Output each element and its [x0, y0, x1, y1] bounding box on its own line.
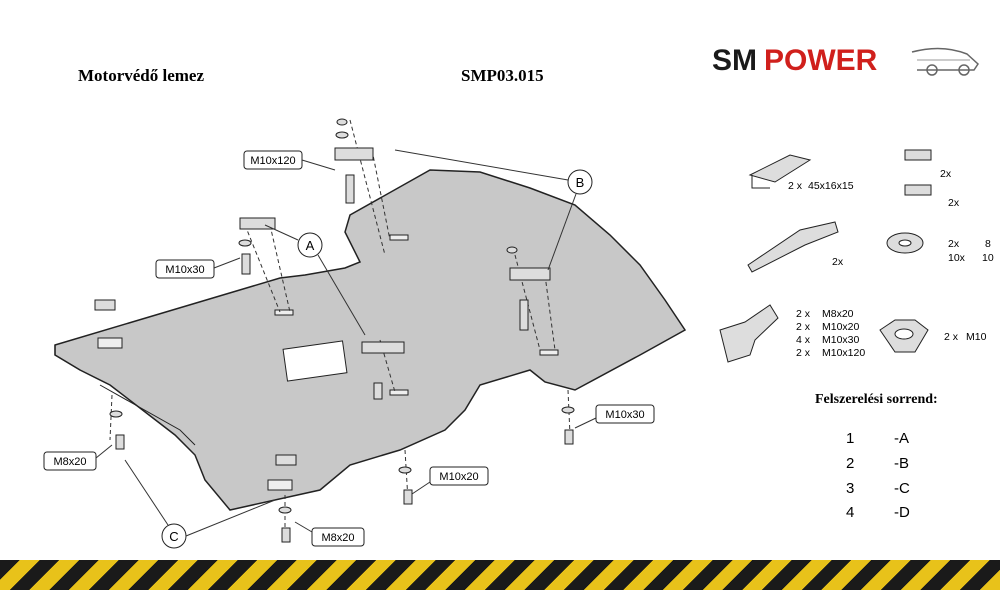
slot [97, 337, 123, 349]
washer-qty-a: 2x [948, 238, 960, 250]
washer [109, 410, 123, 418]
slot [539, 349, 559, 356]
slot [389, 234, 409, 241]
clip [275, 454, 297, 466]
slot [274, 309, 294, 316]
label-a: A [306, 238, 315, 253]
washer [398, 466, 412, 474]
washer-qty-b: 10x [948, 252, 966, 264]
washer-size-a: 8 [985, 238, 991, 250]
bracket [509, 267, 551, 281]
order-step: -D [894, 504, 910, 521]
bolt [564, 429, 574, 445]
clip1-qty: 2x [940, 168, 952, 180]
install-order-row: 3 -C [846, 480, 916, 497]
page-title: Motorvédő lemez [78, 66, 205, 85]
slot [389, 389, 409, 396]
clip [94, 299, 116, 311]
callout-m10x120: M10x120 [250, 155, 295, 167]
washer [561, 406, 575, 414]
order-step: -C [894, 480, 910, 497]
bracket [361, 341, 405, 354]
order-step: -B [894, 455, 909, 472]
bolt-qty-2: 2 x [796, 321, 811, 333]
slot [267, 479, 293, 491]
bolt-size-2: M10x20 [822, 321, 860, 333]
install-order-title: Felszerelési sorrend: [815, 392, 938, 407]
bolt-qty-1: 2 x [796, 308, 811, 320]
nut-size: M10 [966, 331, 987, 343]
nut [336, 118, 348, 126]
bracket-qty: 2 x [788, 180, 803, 192]
install-order-row: 1 -A [846, 430, 916, 447]
bracket [334, 147, 374, 161]
bolt [345, 174, 355, 204]
order-num: 3 [846, 480, 855, 497]
bolt-size-4: M10x120 [822, 347, 865, 359]
bolt-size-3: M10x30 [822, 334, 860, 346]
washer [335, 131, 349, 139]
label-c: C [169, 529, 178, 544]
strap-qty: 2x [832, 256, 844, 268]
order-num: 1 [846, 430, 855, 447]
logo-power-text: POWER [764, 44, 878, 77]
clip2-qty: 2x [948, 197, 960, 209]
order-step: -A [894, 430, 909, 447]
bolt [519, 299, 529, 331]
callout-m8x20-bottom: M8x20 [321, 532, 354, 544]
bolt [115, 434, 125, 450]
washer-size-b: 10 [982, 252, 994, 264]
bolt [403, 489, 413, 505]
bolt [241, 253, 251, 275]
bolt-size-1: M8x20 [822, 308, 854, 320]
parts-list: 2 x 45x16x15 2x 2x 2x 2x 10x 8 10 2 x M8… [719, 149, 994, 363]
label-b: B [576, 175, 585, 190]
callout-m8x20-left: M8x20 [53, 456, 86, 468]
cutout [282, 340, 348, 382]
washer [278, 506, 292, 514]
callout-m10x30-left: M10x30 [165, 264, 204, 276]
callout-m10x20: M10x20 [439, 471, 478, 483]
nut [506, 246, 518, 254]
bolt-qty-4: 2 x [796, 347, 811, 359]
hazard-stripe [0, 560, 1000, 590]
callout-m10x30-right: M10x30 [605, 409, 644, 421]
bracket [239, 217, 276, 230]
nut-qty: 2 x [944, 331, 959, 343]
install-order-row: 4 -D [846, 504, 916, 521]
part-number: SMP03.015 [461, 66, 544, 85]
logo-sm-text: SM [712, 44, 757, 77]
main-plate [54, 169, 687, 511]
bolt [373, 382, 383, 400]
bolt-qty-3: 4 x [796, 334, 811, 346]
smpower-logo: SM POWER [712, 44, 979, 77]
bolt [281, 527, 291, 543]
order-num: 2 [846, 455, 855, 472]
washer [238, 239, 252, 247]
order-num: 4 [846, 504, 855, 521]
bracket-size: 45x16x15 [808, 180, 854, 192]
install-order-row: 2 -B [846, 455, 916, 472]
